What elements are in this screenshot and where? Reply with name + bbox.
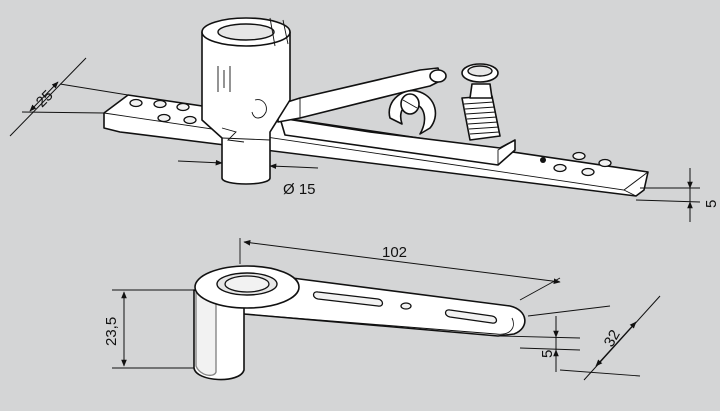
dim-bottom-thickness-label: 5: [539, 350, 556, 358]
bottom-pivot-cylinder: [193, 265, 300, 381]
dim-bottom-width-label: 32: [601, 327, 624, 350]
dim-top-width-label: 25: [33, 87, 57, 111]
dim-bottom-height-label: 23,5: [103, 317, 120, 346]
top-adjust-screw: [461, 63, 501, 141]
bottom-flat-arm: [239, 277, 526, 337]
dim-bottom-length: 102: [239, 238, 561, 301]
dim-top-diameter-label: Ø 15: [283, 181, 316, 198]
bottom-pivot-part: 102 23,5 5 32: [103, 238, 661, 381]
top-pivot-cylinder: [201, 17, 291, 185]
dim-bottom-width: 32: [527, 295, 661, 381]
top-pivot-part: 25 Ø 15 5: [9, 17, 720, 222]
bottom-arm-slots: [312, 291, 498, 324]
dim-top-diameter: Ø 15: [177, 159, 319, 198]
top-lever-arm: [277, 67, 443, 123]
dim-top-thickness-label: 5: [703, 200, 720, 208]
dim-bottom-thickness: 5: [499, 316, 581, 372]
top-plate-holes-left: [129, 98, 197, 125]
dim-bottom-length-label: 102: [382, 244, 407, 261]
top-plate-holes-right: [540, 151, 612, 177]
top-bracket: [279, 117, 516, 166]
dim-top-thickness: 5: [635, 168, 720, 222]
dim-bottom-height: 23,5: [103, 289, 194, 369]
